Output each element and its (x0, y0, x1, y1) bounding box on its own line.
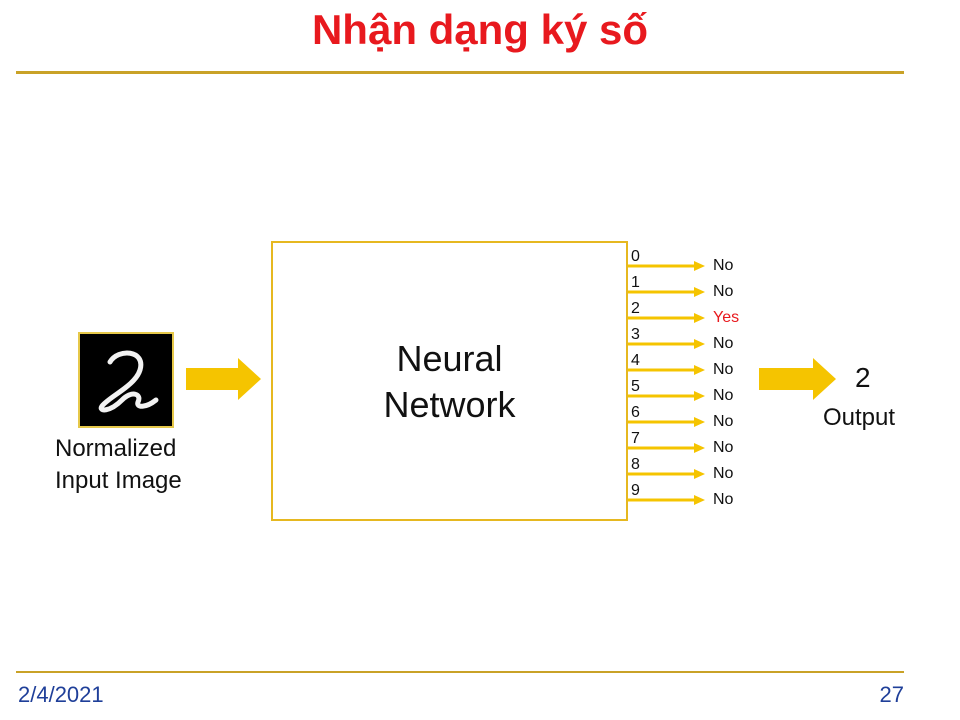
footer-date: 2/4/2021 (18, 682, 104, 707)
input-caption: Normalized Input Image (55, 433, 182, 497)
output-arrows (628, 261, 705, 505)
output-index-7: 7 (631, 430, 640, 447)
neural-network-label-line2: Network (383, 384, 516, 425)
output-answer-2: Yes (713, 309, 740, 326)
output-answer-4: No (713, 361, 734, 378)
output-arrow-head-6 (694, 417, 705, 427)
output-index-4: 4 (631, 352, 640, 369)
output-answer-7: No (713, 439, 734, 456)
neural-network-label-line1: Neural (396, 338, 503, 379)
footer-divider (16, 671, 904, 673)
input-arrow (186, 358, 261, 400)
output-index-8: 8 (631, 456, 640, 473)
output-answer-8: No (713, 465, 734, 482)
output-arrow-head-9 (694, 495, 705, 505)
output-answer-9: No (713, 491, 734, 508)
result-arrow (759, 358, 836, 400)
output-index-2: 2 (631, 300, 640, 317)
output-answer-1: No (713, 283, 734, 300)
output-answer-5: No (713, 387, 734, 404)
output-index-0: 0 (631, 248, 640, 265)
neural-network-box (271, 241, 628, 521)
output-index-9: 9 (631, 482, 640, 499)
output-answer-6: No (713, 413, 734, 430)
handwritten-digit-image (78, 332, 174, 428)
output-answer-3: No (713, 335, 734, 352)
output-index-1: 1 (631, 274, 640, 291)
output-answer-0: No (713, 257, 734, 274)
digit-two-glyph (98, 350, 159, 413)
slide-title: Nhận dạng ký số (311, 6, 649, 53)
output-arrow-head-3 (694, 339, 705, 349)
page-number: 27 (879, 682, 904, 707)
output-arrow-head-8 (694, 469, 705, 479)
result-value: 2 (855, 362, 871, 393)
output-arrow-head-5 (694, 391, 705, 401)
output-index-5: 5 (631, 378, 640, 395)
output-arrow-head-4 (694, 365, 705, 375)
output-index-3: 3 (631, 326, 640, 343)
output-arrow-head-7 (694, 443, 705, 453)
output-index-6: 6 (631, 404, 640, 421)
result-label: Output (823, 404, 896, 431)
output-arrow-head-1 (694, 287, 705, 297)
neural-network-label: Neural Network (271, 336, 628, 428)
title-divider (16, 71, 904, 74)
input-caption-line2: Input Image (55, 467, 182, 494)
output-arrow-head-2 (694, 313, 705, 323)
output-arrow-head-0 (694, 261, 705, 271)
input-caption-line1: Normalized (55, 435, 177, 462)
